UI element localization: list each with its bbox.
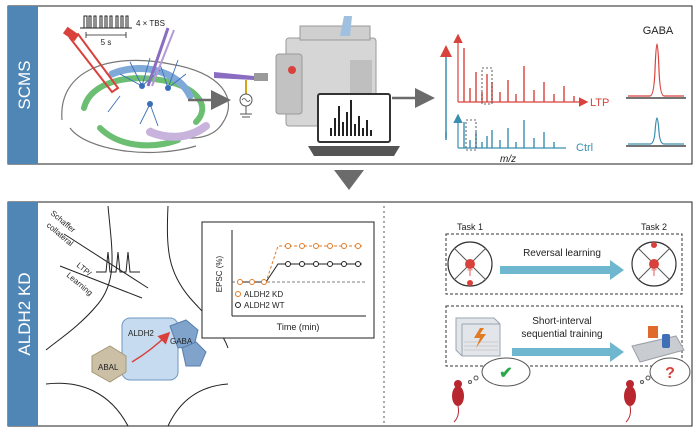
epsc-xlabel: Time (min) [277, 322, 320, 332]
abal-label: ABAL [98, 363, 119, 372]
ltp-label: LTP [590, 97, 609, 109]
sampling-probe [214, 72, 268, 118]
epsc-chart: EPSC (%) Time (min) ALDH2 KD ALDH2 WT [201, 221, 375, 339]
task2-label: Task 2 [641, 222, 667, 232]
scms-side-label: SCMS [15, 60, 34, 109]
laptop [308, 93, 400, 156]
success-bubble [481, 357, 531, 387]
ctrl-label: Ctrl [576, 142, 593, 154]
aldh2-panel: ALDH2 KD Schaffer collateral LTP/ Learni… [7, 201, 693, 427]
tbs-protocol-label: 4 × TBS [136, 19, 165, 28]
epsc-chart-frame [201, 221, 375, 339]
aldh2-label: ALDH2 [128, 329, 154, 338]
kd-points [237, 243, 361, 285]
abal-molecule [91, 345, 127, 383]
object-arena [631, 326, 685, 363]
training-label-1: Short-interval [532, 316, 591, 327]
gaba-label: GABA [643, 25, 674, 37]
gaba-molecule-label: GABA [170, 337, 193, 346]
legend-kd: ALDH2 KD [244, 290, 283, 299]
aldh2-side-tab [8, 202, 38, 426]
ctrl-spectrum: Ctrl m/z [453, 113, 593, 165]
epsc-legend: ALDH2 KD ALDH2 WT [235, 290, 285, 310]
panel-transition-arrow [334, 170, 364, 190]
fail-bubble [649, 357, 691, 387]
tbs-pulse-train: 5 s 4 × TBS [80, 15, 165, 47]
hippocampus-slice [61, 57, 230, 154]
stimulating-electrode [62, 26, 120, 94]
training-label-2: sequential training [521, 329, 602, 340]
gaba-chromatograms: GABA [626, 25, 686, 147]
mouse-success: ✔ [452, 357, 531, 423]
legend-wt: ALDH2 WT [244, 301, 285, 310]
task1-target-letter: T [467, 268, 473, 278]
ctrl-peak-highlight [465, 119, 477, 151]
task2-target-letter: T [651, 268, 657, 278]
sequential-training-box: Short-interval sequential training [445, 305, 685, 367]
task1-label: Task 1 [457, 222, 483, 232]
mouse-fail: ? [624, 357, 691, 423]
conversion-arrow [131, 331, 171, 363]
wt-points [285, 261, 361, 267]
tbs-duration-label: 5 s [101, 38, 112, 47]
gaba-receptor [181, 341, 207, 367]
mz-axis-label: m/z [500, 154, 516, 165]
scms-panel: SCMS [7, 5, 693, 165]
ltp-spectrum: LTP [453, 33, 609, 109]
fail-question-icon: ? [665, 365, 675, 382]
success-check-icon: ✔ [499, 365, 512, 382]
schaffer-collateral: Schaffer collateral LTP/ Learning [45, 209, 149, 299]
scms-side-tab [8, 6, 38, 164]
ltp-peak-highlight [481, 67, 493, 105]
maze-task1: T [447, 241, 493, 287]
reversal-learning-box: Task 1 Task 2 T Reversal learning T [445, 222, 683, 295]
aldh2-side-label: ALDH2 KD [15, 272, 34, 355]
recording-electrode [146, 27, 175, 87]
training-arrow [512, 342, 624, 362]
reversal-label: Reversal learning [523, 248, 601, 259]
gaba-molecule [169, 319, 199, 349]
training-chamber [455, 317, 501, 357]
aldh2-reaction: ALDH2 ABAL GABA [91, 317, 207, 383]
reversal-arrow [500, 260, 624, 280]
epsc-ylabel: EPSC (%) [215, 255, 224, 292]
maze-task2: T [631, 241, 677, 287]
